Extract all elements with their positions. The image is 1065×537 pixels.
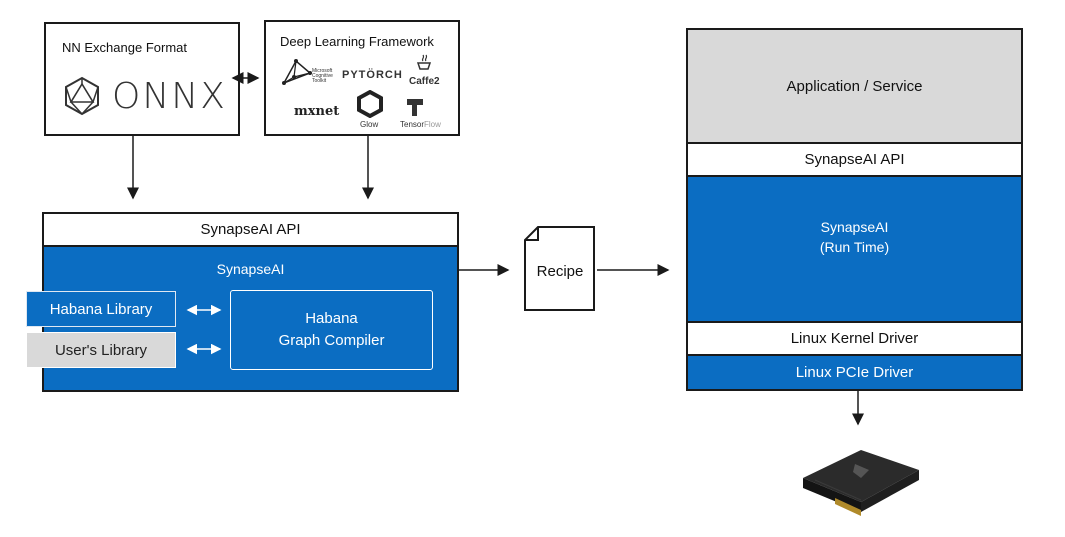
onnx-box: NN Exchange Format ONNX <box>44 22 240 136</box>
accelerator-card-icon <box>803 450 919 516</box>
tensorflow-text-a: Tensor <box>400 120 425 129</box>
graph-compiler-line2: Graph Compiler <box>278 332 385 349</box>
habana-library-label: Habana Library <box>49 300 153 318</box>
graph-compiler-box: Habana Graph Compiler <box>230 290 433 370</box>
onnx-logo-icon <box>65 76 99 116</box>
kernel-driver-label: Linux Kernel Driver <box>790 330 919 347</box>
kernel-driver-box: Linux Kernel Driver <box>686 323 1023 356</box>
users-library-label: User's Library <box>54 341 148 359</box>
onnx-box-title: NN Exchange Format <box>62 40 187 55</box>
glow-logo-icon <box>357 90 383 118</box>
app-service-label: Application / Service <box>786 77 923 95</box>
right-synapse-api: SynapseAI API <box>686 144 1023 177</box>
runtime-line2: (Run Time) <box>819 239 890 255</box>
pytorch-logo-icon: PYTÖRCH <box>342 69 403 81</box>
dl-box-title: Deep Learning Framework <box>280 34 434 49</box>
tensorflow-text-b: Flow <box>424 120 441 129</box>
cntk-logo-icon <box>282 59 312 85</box>
cntk-logo-text: Microsoft Cognitive Toolkit <box>312 68 333 84</box>
left-synapseai-label: SynapseAI <box>216 261 285 277</box>
users-library-box: User's Library <box>26 332 176 368</box>
recipe-label: Recipe <box>536 263 584 280</box>
app-service-box: Application / Service <box>686 28 1023 144</box>
pcie-driver-box: Linux PCIe Driver <box>686 356 1023 391</box>
glow-logo-text: Glow <box>360 120 379 129</box>
caffe2-logo-icon <box>416 54 432 70</box>
right-synapse-api-label: SynapseAI API <box>804 151 905 168</box>
left-synapse-api: SynapseAI API <box>42 212 459 247</box>
pcie-driver-label: Linux PCIe Driver <box>795 364 914 381</box>
recipe-document-icon <box>524 226 595 311</box>
onnx-logo-text: ONNX <box>112 76 227 117</box>
runtime-line1: SynapseAI <box>820 219 889 235</box>
habana-library-box: Habana Library <box>26 291 176 327</box>
tensorflow-logo-icon <box>407 99 423 116</box>
dl-framework-box: Deep Learning Framework Microsoft Cognit… <box>264 20 460 136</box>
mxnet-logo-icon: mxnet <box>294 104 340 119</box>
runtime-box: SynapseAI (Run Time) <box>686 177 1023 323</box>
graph-compiler-line1: Habana <box>305 310 358 327</box>
caffe2-logo-text: Caffe2 <box>409 76 440 87</box>
left-synapse-api-label: SynapseAI API <box>200 221 301 238</box>
tensorflow-logo-text: TensorFlow <box>400 120 441 129</box>
